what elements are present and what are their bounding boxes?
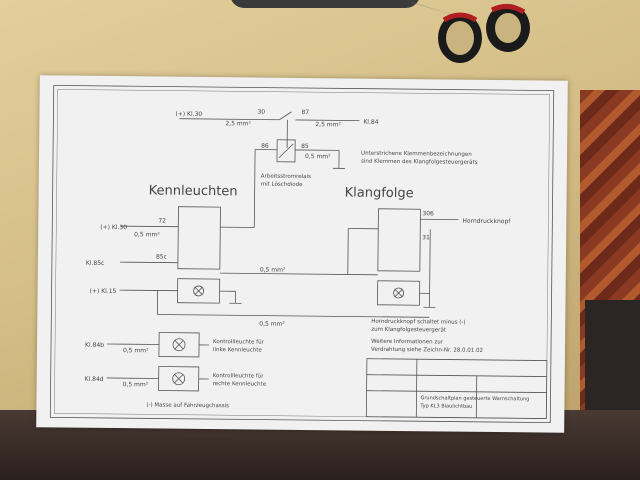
wire-label-middle: 0,5 mm² bbox=[260, 267, 286, 274]
note-info-line2: Verdrahtung siehe Zeichn-Nr. 28.0.01.02 bbox=[371, 347, 483, 354]
note-top-line1: Unterstrichene Klemmenbezeichnungen bbox=[361, 151, 472, 158]
wire-label-top-left: 2,5 mm² bbox=[225, 120, 251, 127]
terminal-kl85c: Kl.85c bbox=[86, 260, 105, 267]
schematic-sheet: (+) Kl.30 Kl.84 (+) Kl.30 Kl.85c (+) Kl.… bbox=[36, 75, 568, 433]
pin-306: 306 bbox=[422, 210, 434, 217]
lamp-right-line2: rechte Kennleuchte bbox=[213, 381, 267, 388]
pin-72: 72 bbox=[158, 217, 166, 224]
wire-label-lamp-left: 0,5 mm² bbox=[123, 347, 149, 354]
wire-label-lamp-right: 0,5 mm² bbox=[123, 381, 149, 388]
terminal-kl84b: Kl.84b bbox=[85, 342, 104, 349]
lamp-left-line1: Kontrollleuchte für bbox=[213, 339, 265, 346]
note-top-line2: sind Klemmen des Klangfolgesteuergeräts bbox=[361, 159, 478, 166]
pin-87: 87 bbox=[301, 109, 309, 116]
relay-label-line2: mit Löschdiode bbox=[261, 182, 303, 188]
scissors-icon bbox=[405, 0, 530, 63]
ground-note: (-) Masse auf Fahrzeugchassis bbox=[146, 402, 229, 409]
note-info-line1: Weitere Informationen zur bbox=[371, 339, 444, 346]
wire-label-kl30: 0,5 mm² bbox=[134, 231, 160, 238]
relay-label-line1: Arbeitsstromrelais bbox=[261, 174, 311, 181]
pin-31: 31 bbox=[422, 234, 430, 241]
lamp-right-line1: Kontrollleuchte für bbox=[213, 373, 265, 380]
terminal-kl84d: Kl.84d bbox=[85, 376, 104, 383]
wire-label-bottom: 0,5 mm² bbox=[259, 321, 285, 328]
terminal-kl15: (+) Kl.15 bbox=[90, 288, 117, 295]
pin-30: 30 bbox=[257, 109, 265, 116]
dark-object bbox=[585, 300, 640, 420]
note-horn-line2: zum Klangfolgesteuergerät bbox=[371, 327, 447, 334]
terminal-kl30-top: (+) Kl.30 bbox=[175, 111, 202, 118]
horn-button-label: Horndruckknopf bbox=[462, 218, 511, 226]
note-horn-line1: Horndruckknopf schaltet minus (-) bbox=[371, 319, 465, 326]
lamp-left-line2: linke Kennleuchte bbox=[213, 347, 262, 354]
heading-kennleuchten: Kennleuchten bbox=[149, 183, 238, 199]
title-block-line1: Grundschaltplan gesteuerte Warnschaltung bbox=[420, 395, 529, 402]
title-block-line2: Typ KL3 Blaulichtbau bbox=[419, 403, 472, 410]
heading-klangfolge: Klangfolge bbox=[345, 185, 414, 201]
keyboard-edge bbox=[230, 0, 420, 8]
wire-label-top-right: 2,5 mm² bbox=[315, 121, 341, 128]
wire-label-relay: 0,5 mm² bbox=[305, 153, 331, 160]
terminal-kl84: Kl.84 bbox=[363, 119, 378, 126]
pin-85: 85 bbox=[301, 143, 309, 150]
pin-86: 86 bbox=[261, 143, 269, 150]
pin-85c: 85c bbox=[156, 253, 167, 260]
terminal-kl30: (+) Kl.30 bbox=[100, 224, 127, 231]
